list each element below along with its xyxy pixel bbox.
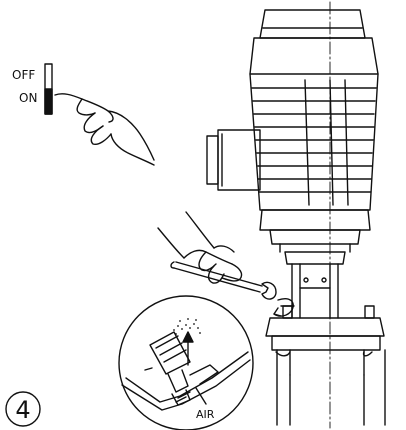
power-switch: OFF ON	[12, 63, 53, 115]
detail-view: AIR	[118, 295, 254, 430]
pointing-hand-icon	[54, 93, 155, 166]
terminal-box	[206, 129, 261, 191]
pump-head	[265, 305, 385, 376]
motor-top-cowl	[249, 9, 379, 75]
switch-toggle-on	[44, 88, 53, 115]
motor-body	[249, 73, 379, 211]
motor-flange	[259, 209, 371, 253]
switch-off-label: OFF	[12, 68, 35, 82]
step-number: 4	[15, 396, 30, 424]
wrench-hand-icon	[157, 211, 243, 284]
coupling-lantern	[284, 251, 346, 319]
air-label: AIR	[196, 408, 215, 421]
pump-chamber	[276, 349, 386, 426]
switch-on-label: ON	[19, 91, 37, 105]
wrench-icon	[170, 261, 277, 300]
step-number-badge: 4	[5, 391, 41, 427]
